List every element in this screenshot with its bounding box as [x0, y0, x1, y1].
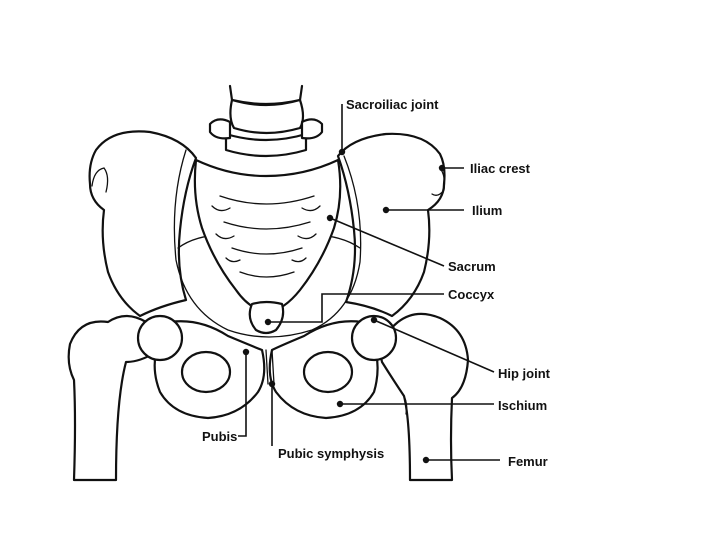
label-pubic-symphysis: Pubic symphysis — [278, 446, 384, 461]
label-ischium: Ischium — [498, 398, 547, 413]
sacrum-shape — [195, 160, 340, 312]
lumbar-spine — [210, 86, 322, 156]
label-coccyx: Coccyx — [448, 287, 495, 302]
ilium-right — [338, 134, 445, 316]
label-femur: Femur — [508, 454, 548, 469]
label-iliac-crest: Iliac crest — [470, 161, 531, 176]
label-sacroiliac-joint: Sacroiliac joint — [346, 97, 439, 112]
ilium-left — [90, 131, 196, 316]
pelvis-illustration — [69, 86, 468, 480]
label-ilium: Ilium — [472, 203, 502, 218]
femoral-head-left — [138, 316, 182, 360]
obturator-foramen-left — [182, 352, 230, 392]
label-hip-joint: Hip joint — [498, 366, 551, 381]
obturator-foramen-right — [304, 352, 352, 392]
label-sacrum: Sacrum — [448, 259, 496, 274]
coccyx-shape — [250, 302, 283, 333]
label-pubis: Pubis — [202, 429, 237, 444]
